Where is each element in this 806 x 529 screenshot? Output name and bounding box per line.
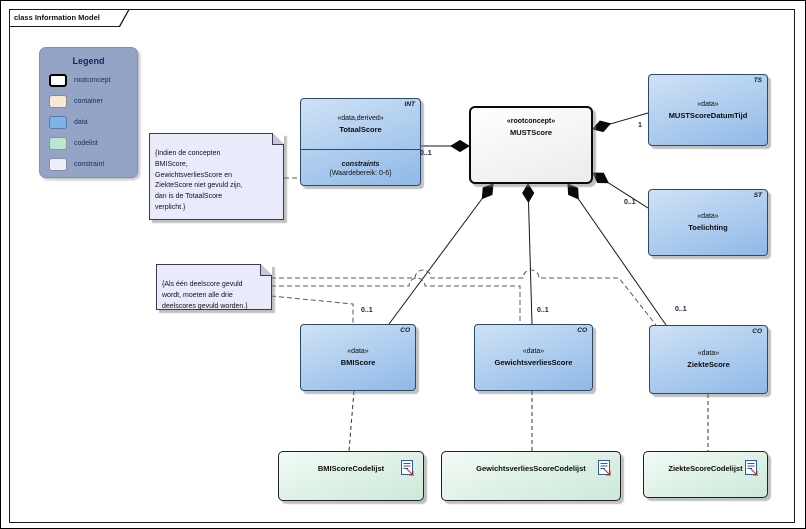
multiplicity-toelichting: 0..1: [624, 199, 636, 206]
diagram-title: class Information Model: [14, 13, 100, 22]
class-name: GewichtsverliesScore: [494, 358, 573, 367]
class-ziektescore[interactable]: CO «data» ZiekteScore: [649, 325, 768, 394]
class-bmiscore[interactable]: CO «data» BMIScore: [300, 324, 416, 391]
stereotype-label: «data»: [347, 348, 369, 355]
stereotype-label: «rootconcept»: [506, 118, 556, 125]
class-name: MUSTScore: [509, 128, 553, 137]
multiplicity-gewichtsverliesscore: 0..1: [537, 307, 549, 314]
legend: Legend rootconcept container data codeli…: [39, 47, 138, 178]
stereotype-label: «data,derived»: [337, 114, 384, 122]
legend-swatch-rootconcept: [49, 74, 67, 87]
legend-swatch-codelist: [49, 137, 67, 150]
class-toelichting[interactable]: ST «data» Toelichting: [648, 189, 768, 256]
constraint-note-totaalscore[interactable]: {Indien de concepten BMIScore, Gewichtsv…: [149, 133, 284, 220]
codelist-name: ZiekteScoreCodelijst: [668, 464, 743, 473]
class-name: Toelichting: [688, 223, 728, 232]
constraint-value: {Waardebereik: 0-6}: [329, 169, 392, 177]
class-gewichtsverliesscore[interactable]: CO «data» GewichtsverliesScore: [474, 324, 593, 391]
type-tag: CO: [400, 327, 410, 334]
class-mustscore[interactable]: «rootconcept» MUSTScore: [469, 106, 593, 184]
stereotype-label: «data»: [522, 348, 545, 355]
legend-swatch-data: [49, 116, 67, 129]
multiplicity-mustscoredatumtijd: 1: [638, 122, 642, 129]
codelist-document-icon: [598, 460, 611, 476]
stereotype-label: «data»: [697, 350, 720, 357]
codelist-ziektescorecodelijst[interactable]: ZiekteScoreCodelijst: [643, 451, 768, 498]
class-mustscoredatumtijd[interactable]: TS «data» MUSTScoreDatumTijd: [648, 74, 768, 146]
codelist-bmiscorecodelijst[interactable]: BMIScoreCodelijst: [278, 451, 424, 501]
type-tag: ST: [753, 192, 762, 199]
class-name: TotaalScore: [339, 124, 382, 134]
legend-item-container: container: [49, 95, 137, 108]
constraints-keyword: constraints: [341, 160, 380, 168]
multiplicity-ziektescore: 0..1: [675, 306, 687, 313]
constraints-compartment: constraints {Waardebereik: 0-6}: [301, 149, 420, 187]
multiplicity-bmiscore: 0..1: [361, 307, 373, 314]
class-name: ZiekteScore: [687, 360, 730, 369]
type-tag: TS: [753, 77, 762, 84]
type-tag: CO: [577, 327, 587, 334]
diagram-tab: class Information Model: [10, 10, 129, 26]
codelist-name: GewichtsverliesScoreCodelijst: [476, 464, 586, 473]
note-text: {Indien de concepten BMIScore, Gewichtsv…: [155, 149, 243, 212]
legend-swatch-container: [49, 95, 67, 108]
note-text: {Als één deelscore gevuld wordt, moeten …: [162, 280, 248, 310]
diagram-frame: [9, 9, 795, 523]
type-tag: CO: [752, 328, 762, 335]
constraint-note-deelscores[interactable]: {Als één deelscore gevuld wordt, moeten …: [156, 264, 272, 310]
legend-item-constraint: constraint: [49, 158, 137, 171]
type-tag: INT: [404, 101, 415, 108]
class-name: BMIScore: [340, 358, 376, 367]
codelist-gewichtsverliesscorecodelijst[interactable]: GewichtsverliesScoreCodelijst: [441, 451, 621, 501]
legend-item-rootconcept: rootconcept: [49, 74, 137, 87]
legend-item-codelist: codelist: [49, 137, 137, 150]
codelist-document-icon: [745, 460, 758, 476]
codelist-name: BMIScoreCodelijst: [317, 464, 385, 473]
class-name: MUSTScoreDatumTijd: [668, 110, 748, 120]
legend-item-data: data: [49, 116, 137, 129]
multiplicity-totaalscore: 0..1: [420, 150, 432, 157]
class-totaalscore[interactable]: INT «data,derived» TotaalScore constrain…: [300, 98, 421, 186]
stereotype-label: «data»: [697, 213, 719, 220]
legend-swatch-constraint: [49, 158, 67, 171]
legend-title: Legend: [72, 56, 105, 66]
codelist-document-icon: [401, 460, 414, 476]
stereotype-label: «data»: [697, 100, 719, 108]
